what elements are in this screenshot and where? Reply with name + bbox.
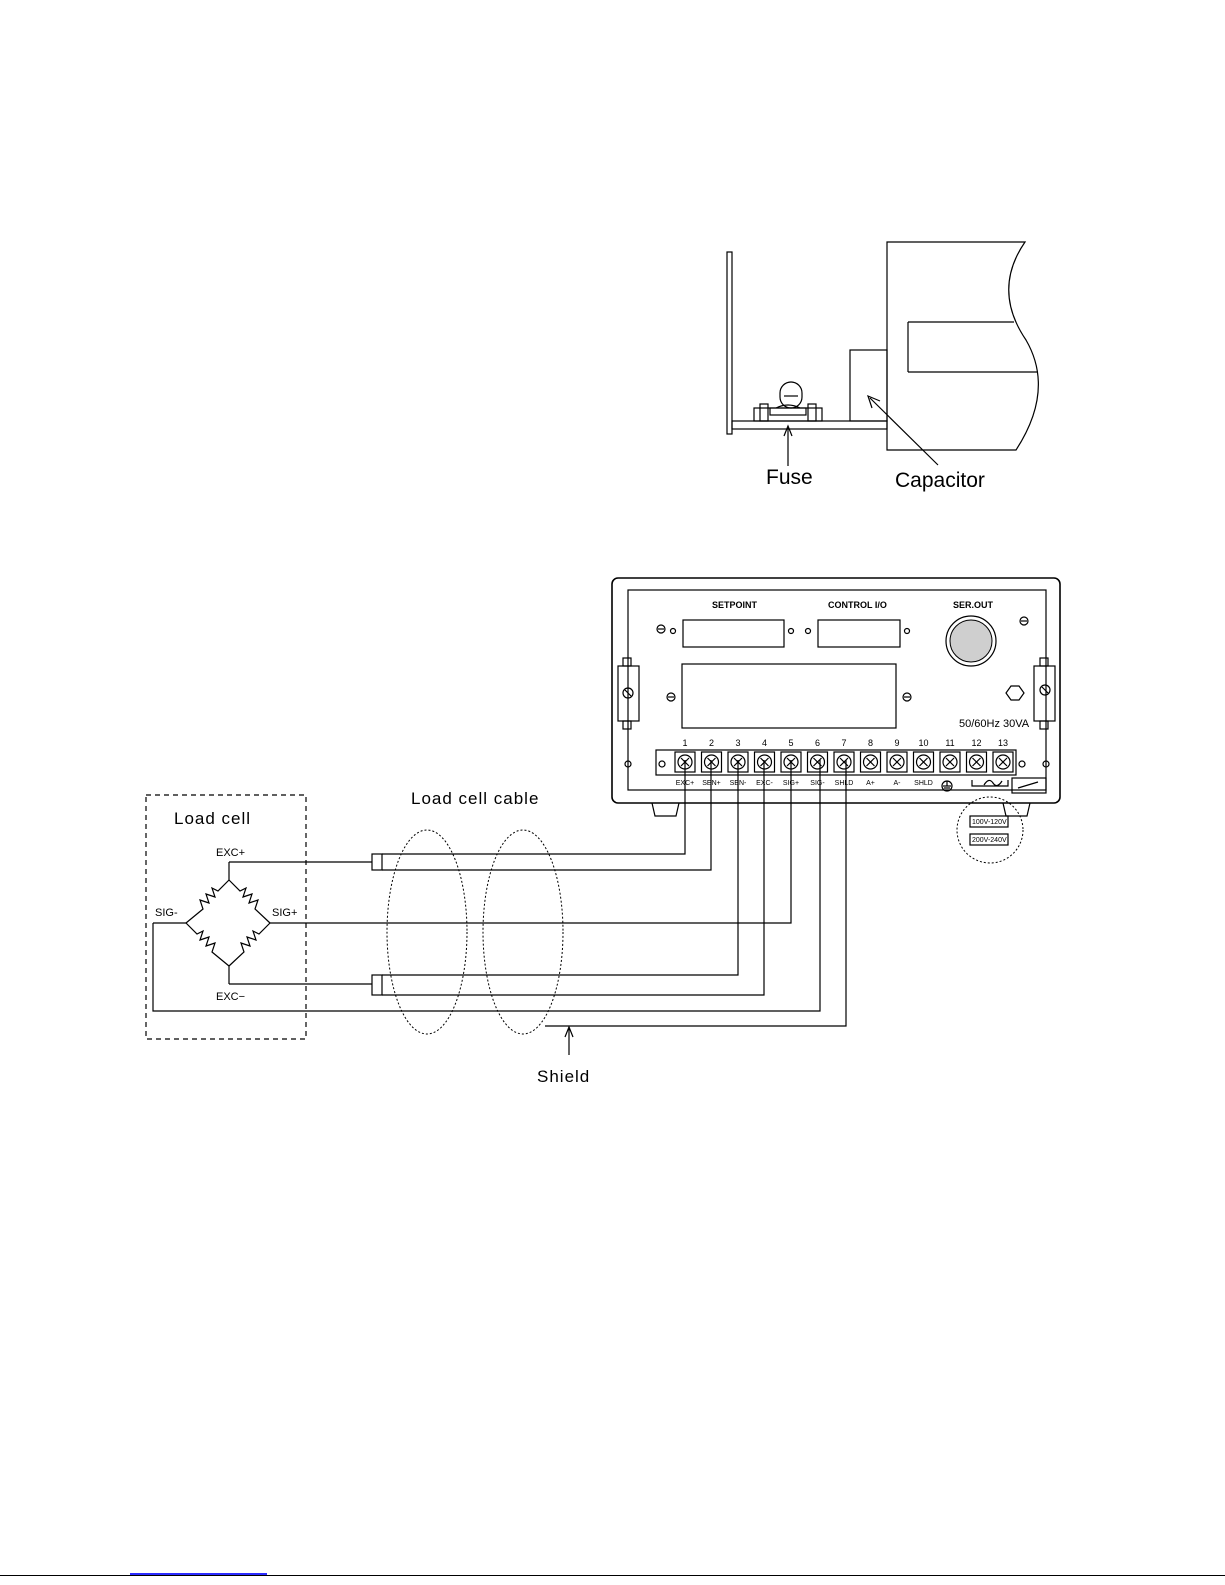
circuit-board [732, 421, 887, 429]
terminal-number: 2 [709, 738, 714, 748]
terminal-strip [656, 750, 1016, 775]
load-cell-figure: Load cell EXC+ SIG- SIG+ EXC− [146, 795, 306, 1039]
terminal-number: 1 [682, 738, 687, 748]
terminals [675, 752, 1013, 772]
control-io-connector[interactable] [818, 620, 900, 647]
side-bracket-right [1034, 658, 1055, 767]
terminal-number: 13 [998, 738, 1008, 748]
terminal-label: SHLD [914, 780, 933, 787]
terminal-number: 6 [815, 738, 820, 748]
footer-link-underline[interactable] [130, 1573, 267, 1575]
terminal-number: 9 [894, 738, 899, 748]
power-rating-label: 50/60Hz 30VA [959, 718, 1030, 730]
load-cell-title: Load cell [174, 809, 251, 828]
cable-title: Load cell cable [411, 789, 539, 808]
capacitor-arrow [870, 398, 938, 465]
control-io-label: CONTROL I/O [828, 600, 887, 610]
terminal-number: 4 [762, 738, 767, 748]
sig-minus-label: SIG- [155, 907, 178, 919]
ser-out-label: SER.OUT [953, 600, 994, 610]
terminal-number: 10 [918, 738, 928, 748]
terminal-label: SIG- [810, 780, 825, 787]
voltage-selector-switch[interactable] [1012, 778, 1046, 793]
capacitor-body [850, 350, 887, 421]
setpoint-connector[interactable] [683, 620, 784, 647]
panel-foot-right [1003, 803, 1030, 816]
terminal-label: A- [894, 780, 902, 787]
sig-plus-label: SIG+ [272, 907, 297, 919]
terminal-number: 8 [868, 738, 873, 748]
exc-minus-label: EXC− [216, 991, 245, 1003]
terminal-number: 5 [788, 738, 793, 748]
terminal-number: 12 [971, 738, 981, 748]
voltage-selector-callout [957, 797, 1023, 863]
cable-shield-ellipse-2 [483, 830, 563, 1034]
voltage-option-1: 100V-120V [972, 819, 1007, 826]
ac-power-icon [972, 780, 1008, 786]
footer-rule [0, 1575, 1225, 1576]
terminal-number: 7 [841, 738, 846, 748]
fuse-label: Fuse [766, 466, 813, 489]
terminal-label: A+ [866, 780, 875, 787]
setpoint-label: SETPOINT [712, 600, 758, 610]
transformer-housing [887, 242, 1038, 450]
terminal-label: EXC- [756, 780, 773, 787]
terminal-number: 11 [945, 738, 954, 748]
panel-foot-left [652, 803, 679, 816]
load-cell-cable: Load cell cable Shield [153, 760, 846, 1086]
ground-bolt-icon [1006, 686, 1024, 700]
wire-shield [545, 760, 846, 1026]
front-panel-plate [727, 252, 732, 434]
fuse-capacitor-figure: Fuse Capacitor [727, 242, 1038, 492]
option-slot [682, 664, 896, 728]
terminal-number: 3 [735, 738, 740, 748]
fuse-icon [754, 382, 822, 421]
exc-plus-label: EXC+ [216, 847, 245, 859]
rear-panel: SETPOINT CONTROL I/O SER.OUT [612, 578, 1060, 863]
wheatstone-bridge-icon [153, 862, 292, 984]
capacitor-label: Capacitor [895, 469, 985, 492]
terminal-label: SHLD [835, 780, 854, 787]
voltage-option-2: 200V-240V [972, 837, 1007, 844]
cable-shield-ellipse-1 [387, 830, 467, 1034]
shield-label: Shield [537, 1067, 590, 1086]
